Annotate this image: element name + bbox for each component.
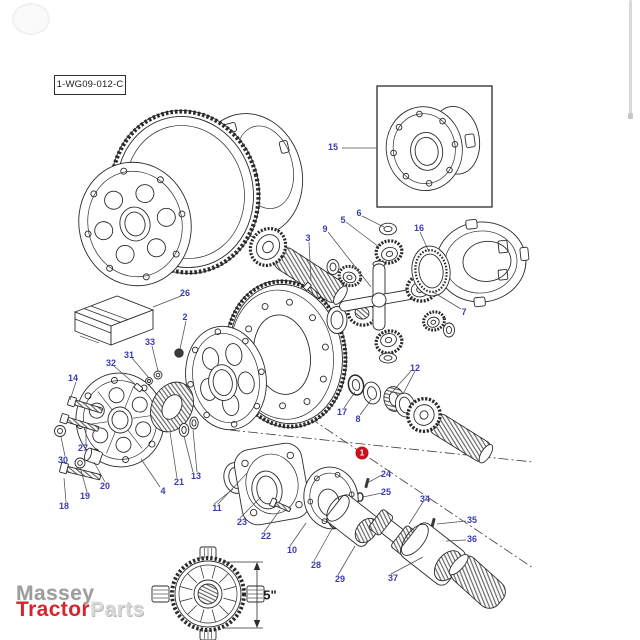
part-label-33: 33 (144, 337, 156, 347)
part-label-31: 31 (123, 350, 135, 360)
scrollbar-foot (628, 113, 633, 119)
part-label-2: 2 (182, 312, 188, 322)
diff-case-half (185, 325, 267, 431)
part-label-18: 18 (58, 501, 70, 511)
reference-code-box: 1-WG09-012-C (54, 75, 126, 95)
part-label-27: 27 (77, 443, 89, 453)
faint-watermark-icon (12, 3, 50, 35)
part-label-28: 28 (310, 560, 322, 570)
part-label-26: 26 (179, 288, 191, 298)
part-label-34: 34 (419, 494, 431, 504)
pinion-shaft-set (347, 374, 494, 502)
part-label-25: 25 (380, 487, 392, 497)
part-label-24: 24 (380, 469, 392, 479)
part-label-6: 6 (356, 208, 362, 218)
kit-box (73, 295, 155, 346)
part-label-36: 36 (466, 534, 478, 544)
part-label-35: 35 (466, 515, 478, 525)
internal-gear-set (303, 222, 455, 364)
massey-tractor-parts-logo: Massey TractorParts (16, 582, 145, 621)
spider-detail (151, 546, 265, 640)
dimension-label: 5" (263, 587, 277, 603)
part-label-20: 20 (99, 481, 111, 491)
logo-word-parts: Parts (90, 598, 145, 621)
part-label-4: 4 (160, 486, 166, 496)
logo-word-tractor: Tractor (16, 598, 90, 621)
assembled-differential (78, 109, 348, 305)
part-label-19: 19 (79, 491, 91, 501)
spoked-flange (75, 372, 165, 468)
leader-lines (60, 147, 467, 576)
part-label-11: 11 (212, 503, 222, 513)
part-label-10: 10 (286, 545, 298, 555)
part-label-32: 32 (105, 358, 117, 368)
logo-word-massey: Massey (16, 582, 95, 605)
part-label-29: 29 (334, 574, 346, 584)
part-label-16: 16 (413, 223, 425, 233)
part-15-boxed-housing (376, 85, 493, 208)
part-label-14: 14 (67, 373, 79, 383)
part-label-37: 37 (387, 573, 399, 583)
lower-output-assembly (223, 442, 506, 609)
part-label-30: 30 (57, 455, 69, 465)
part-label-1-highlighted: 1 (355, 446, 369, 460)
part-label-23: 23 (236, 517, 248, 527)
part-label-7: 7 (461, 307, 467, 317)
bearing-cone-21 (150, 381, 194, 433)
part-label-22: 22 (260, 531, 272, 541)
part-label-17: 17 (336, 407, 348, 417)
housing-half-right (411, 218, 530, 308)
part-label-15: 15 (327, 142, 339, 152)
part-label-21: 21 (173, 477, 185, 487)
part-label-13: 13 (190, 471, 202, 481)
part-label-5: 5 (340, 215, 346, 225)
part-label-8: 8 (355, 414, 361, 424)
part-label-9: 9 (322, 224, 328, 234)
part-label-12: 12 (409, 363, 421, 373)
scrollbar-thumb[interactable] (629, 0, 632, 119)
dimension-5in (224, 561, 263, 629)
part-label-3: 3 (305, 233, 311, 243)
